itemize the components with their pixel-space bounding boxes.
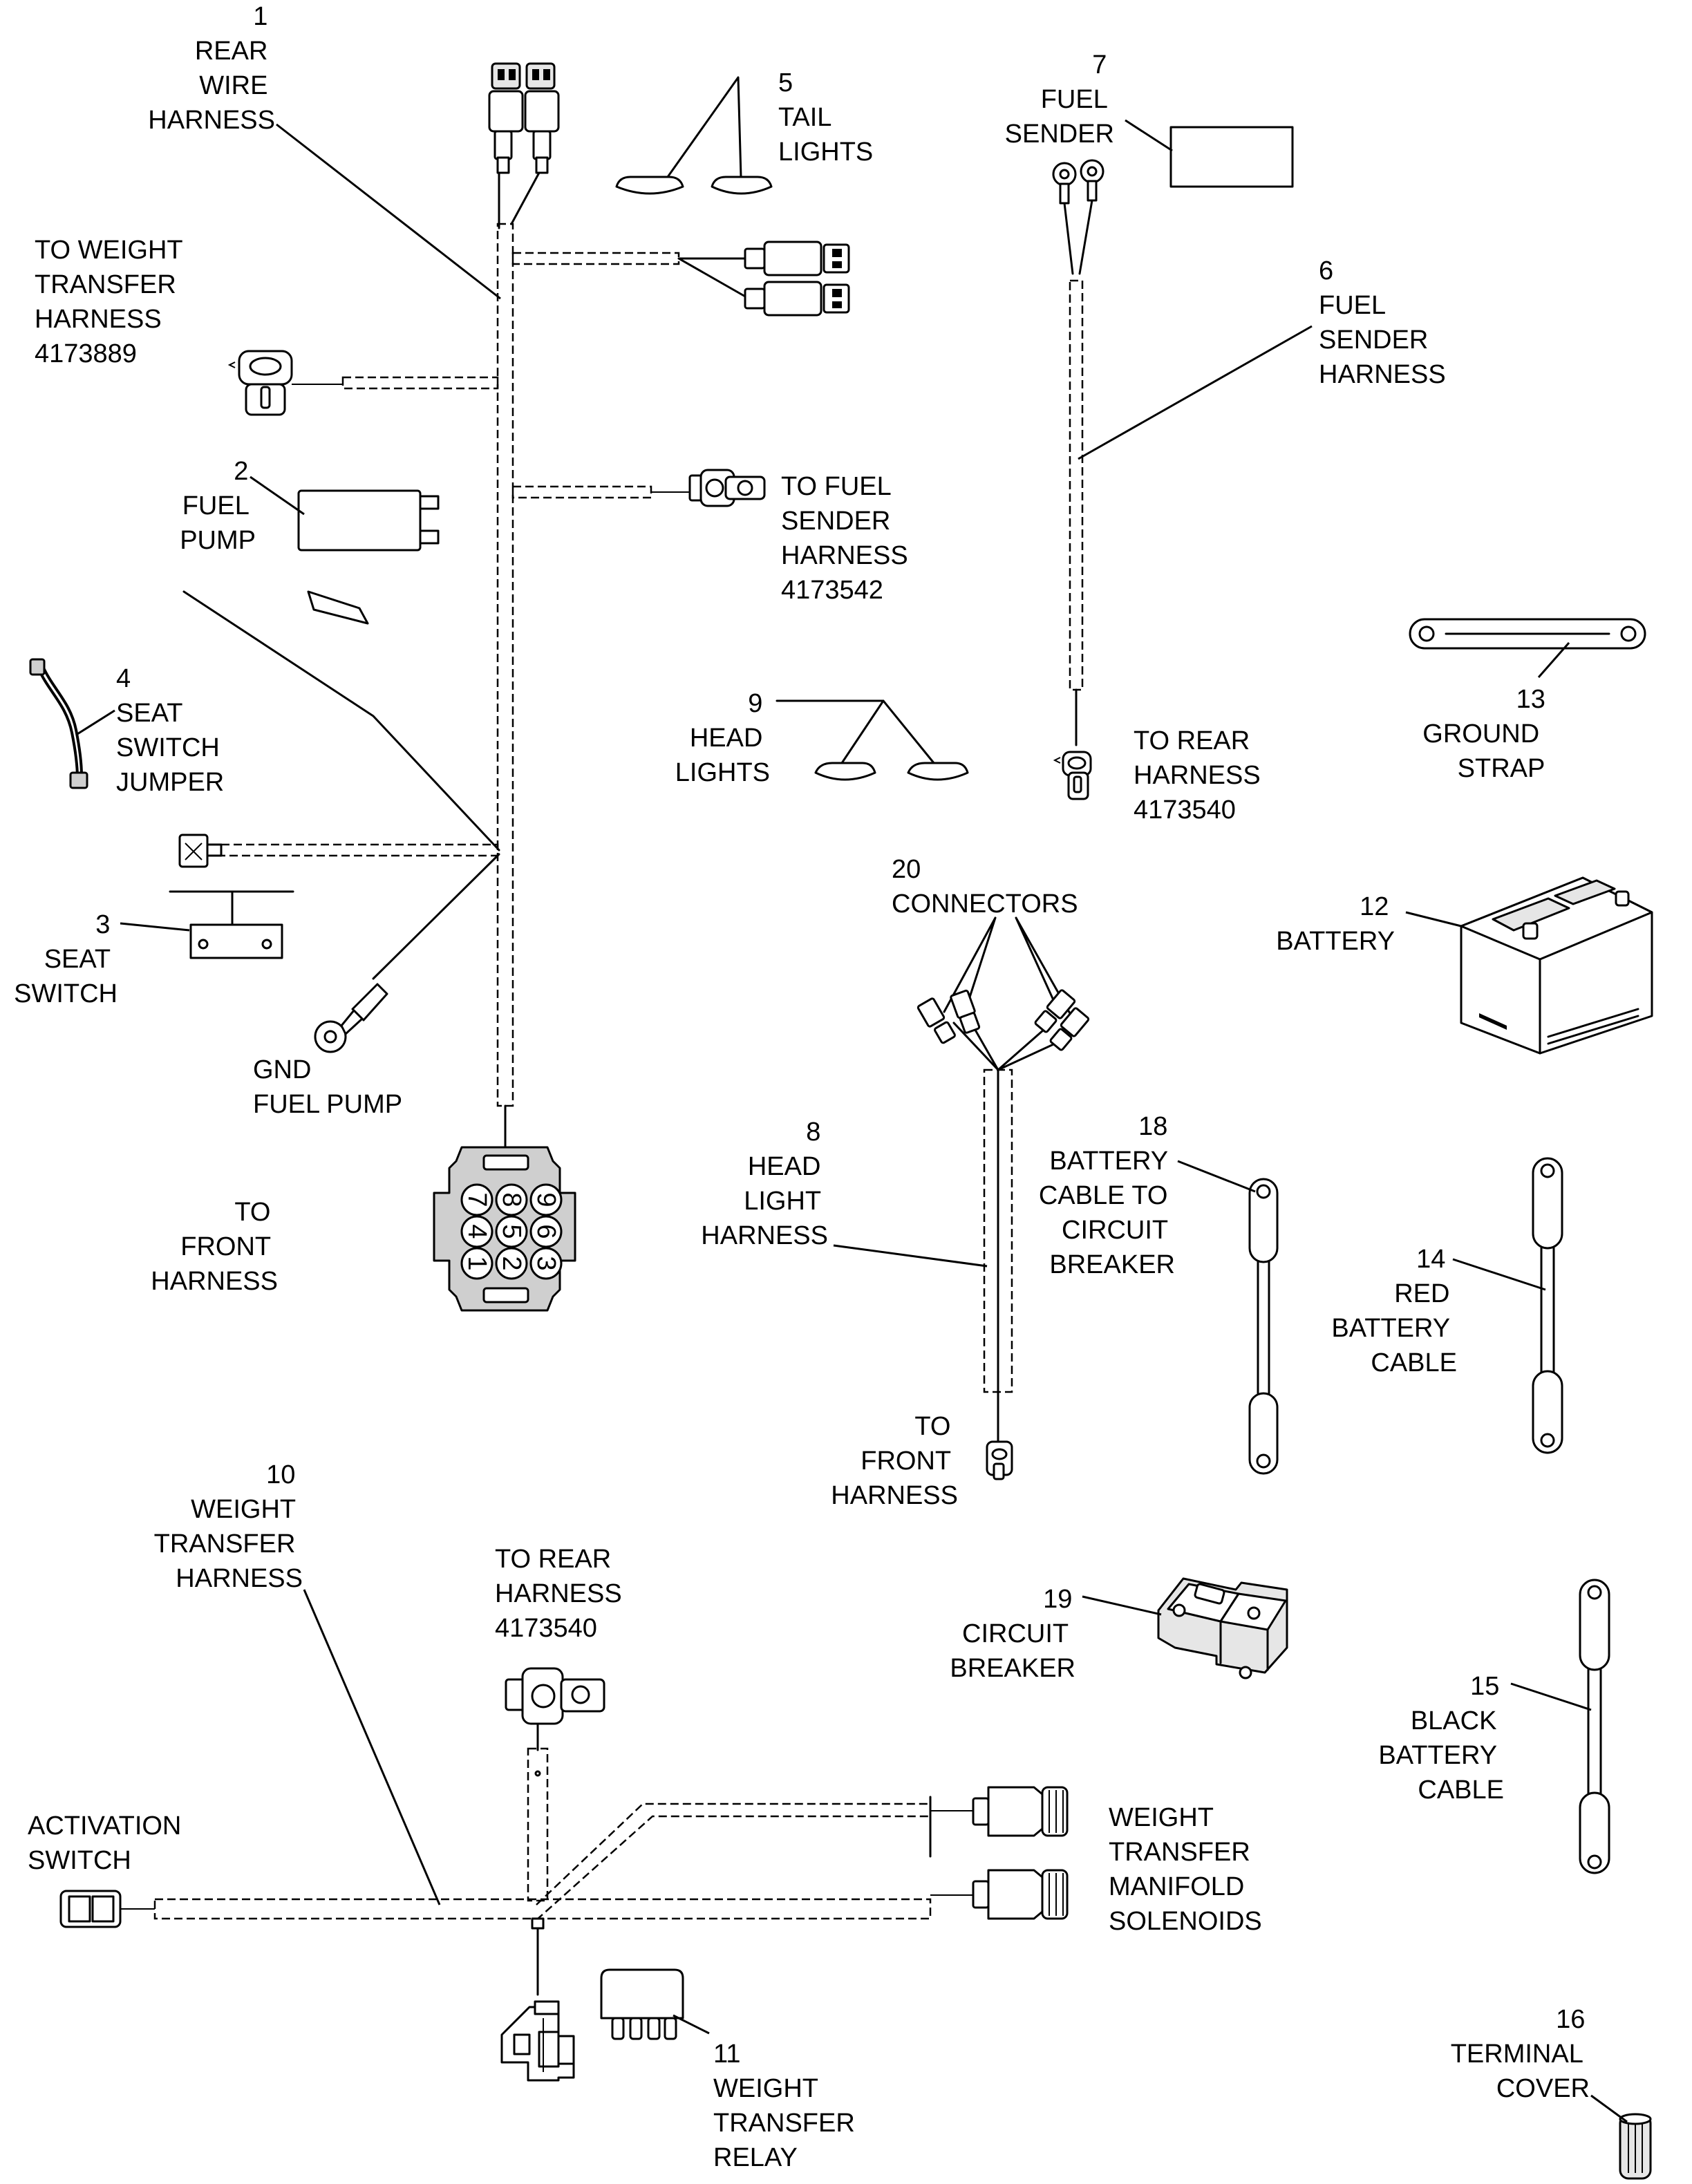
label-connectors: 20 CONNECTORS <box>892 855 1078 919</box>
label-black-battery-cable: 15 BLACK BATTERY CABLE <box>1378 1672 1507 1805</box>
solenoid-connector-upper <box>930 1786 1069 1837</box>
fuel-sender-harness <box>1052 159 1104 800</box>
label-to-front-harness-main: TO FRONT HARNESS <box>151 1198 278 1296</box>
circuit-breaker <box>1157 1577 1288 1679</box>
harness-right-connector-2 <box>744 281 850 317</box>
pin-6: 6 <box>532 1224 561 1239</box>
label-to-front-harness-headlight: TO FRONT HARNESS <box>831 1412 958 1510</box>
leader-head-light-harness <box>833 1244 988 1268</box>
label-fuel-sender-harness: 6 FUEL SENDER HARNESS <box>1319 256 1446 389</box>
fuel-pump-wire-tip <box>307 590 369 625</box>
leader-battery <box>1405 911 1462 928</box>
pin-4: 4 <box>462 1224 491 1239</box>
label-ground-strap: 13 GROUND STRAP <box>1422 685 1552 783</box>
battery-cable-to-circuit-breaker <box>1248 1178 1279 1475</box>
head-lights <box>776 699 969 781</box>
leader-fuel-sender-harness <box>1078 325 1313 460</box>
pin-2: 2 <box>497 1256 526 1270</box>
black-battery-cable <box>1579 1579 1610 1874</box>
label-head-light-harness: 8 HEAD LIGHT HARNESS <box>701 1118 828 1250</box>
pin-3: 3 <box>532 1256 561 1270</box>
seat-switch-jumper <box>29 658 88 789</box>
tail-lights <box>615 76 773 195</box>
label-tail-lights: 5 TAIL LIGHTS <box>778 68 873 167</box>
connectors <box>916 916 1090 1071</box>
seat-switch-plug <box>178 834 223 868</box>
leader-circuit-breaker <box>1082 1595 1162 1616</box>
label-to-fuel-sender-harness: TO FUEL SENDER HARNESS 4173542 <box>781 472 915 605</box>
pin-7: 7 <box>462 1192 491 1207</box>
leader-fuel-pump <box>250 476 305 516</box>
label-to-rear-harness-wt: TO REAR HARNESS 4173540 <box>495 1545 629 1643</box>
activation-switch <box>59 1890 155 1928</box>
pin-5: 5 <box>497 1224 526 1239</box>
relay-socket <box>500 2000 575 2082</box>
leader-terminal-cover <box>1590 2094 1628 2123</box>
weight-transfer-harness <box>59 1667 1069 2082</box>
seat-switch <box>169 890 294 959</box>
red-battery-cable <box>1532 1157 1563 1454</box>
leader-weight-transfer-relay <box>673 2014 710 2035</box>
label-seat-switch-jumper: 4 SEAT SWITCH JUMPER <box>116 664 227 797</box>
leader-ground-strap <box>1537 642 1570 678</box>
label-head-lights: 9 HEAD LIGHTS <box>675 689 770 787</box>
ground-ring-terminal <box>314 983 388 1053</box>
weight-transfer-harness-plug <box>227 350 343 416</box>
label-battery: 12 BATTERY <box>1276 892 1396 956</box>
leader-battery-cable-18 <box>1177 1160 1256 1193</box>
label-activation-switch: ACTIVATION SWITCH <box>28 1811 189 1875</box>
pin-grid: 7 8 9 4 5 6 1 2 3 <box>460 1183 563 1280</box>
ground-strap <box>1409 618 1646 650</box>
leader-fuel-sender <box>1125 119 1173 152</box>
battery <box>1460 876 1653 1055</box>
label-circuit-breaker: 19 CIRCUIT BREAKER <box>950 1585 1080 1683</box>
label-battery-cable-to-circuit-breaker: 18 BATTERY CABLE TO CIRCUIT BREAKER <box>1039 1112 1175 1279</box>
label-to-rear-harness-fuel: TO REAR HARNESS 4173540 <box>1134 726 1268 825</box>
main-9-pin-connector: 7 8 9 4 5 6 1 2 3 <box>433 1146 576 1312</box>
head-light-harness <box>983 1069 1013 1480</box>
fuel-sender-plug <box>651 469 766 507</box>
label-seat-switch: 3 SEAT SWITCH <box>14 910 118 1008</box>
tail-light-connector-pair <box>488 62 560 174</box>
label-weight-transfer-relay: 11 WEIGHT TRANSFER RELAY <box>713 2040 862 2172</box>
leader-weight-transfer-harness <box>303 1589 441 1905</box>
weight-transfer-relay <box>600 1968 684 2040</box>
label-rear-wire-harness: 1 REAR WIRE HARNESS <box>148 2 275 135</box>
solenoid-connector-lower <box>930 1869 1069 1920</box>
leader-black-battery-cable <box>1510 1682 1592 1711</box>
leader-red-battery-cable <box>1452 1258 1546 1291</box>
label-red-battery-cable: 14 RED BATTERY CABLE <box>1331 1245 1457 1377</box>
label-fuel-pump: 2 FUEL PUMP <box>180 457 256 555</box>
pin-1: 1 <box>462 1256 491 1270</box>
pin-8: 8 <box>497 1192 526 1207</box>
label-weight-transfer-harness: 10 WEIGHT TRANSFER HARNESS <box>154 1460 303 1593</box>
label-weight-transfer-manifold-solenoids: WEIGHT TRANSFER MANIFOLD SOLENOIDS <box>1109 1803 1262 1936</box>
fuel-sender <box>1169 126 1294 188</box>
label-terminal-cover: 16 TERMINAL COVER <box>1451 2005 1592 2103</box>
label-to-weight-transfer-harness: TO WEIGHT TRANSFER HARNESS 4173889 <box>35 236 190 368</box>
rear-wire-harness: 7 8 9 4 5 6 1 2 3 <box>178 62 850 1312</box>
label-fuel-sender: 7 FUEL SENDER <box>1005 50 1114 149</box>
fuel-pump <box>297 489 440 552</box>
harness-right-connector-1 <box>744 241 850 276</box>
label-gnd-fuel-pump: GND FUEL PUMP <box>253 1055 402 1119</box>
wt-rear-harness-plug <box>505 1667 605 1725</box>
fuel-sender-harness-plug <box>1053 751 1092 800</box>
terminal-cover <box>1619 2113 1652 2180</box>
pin-9: 9 <box>532 1192 561 1207</box>
head-light-harness-plug <box>986 1440 1013 1480</box>
leader-seat-switch-jumper <box>77 709 115 735</box>
leader-seat-switch <box>120 922 190 932</box>
leader-rear-wire-harness <box>276 123 501 300</box>
